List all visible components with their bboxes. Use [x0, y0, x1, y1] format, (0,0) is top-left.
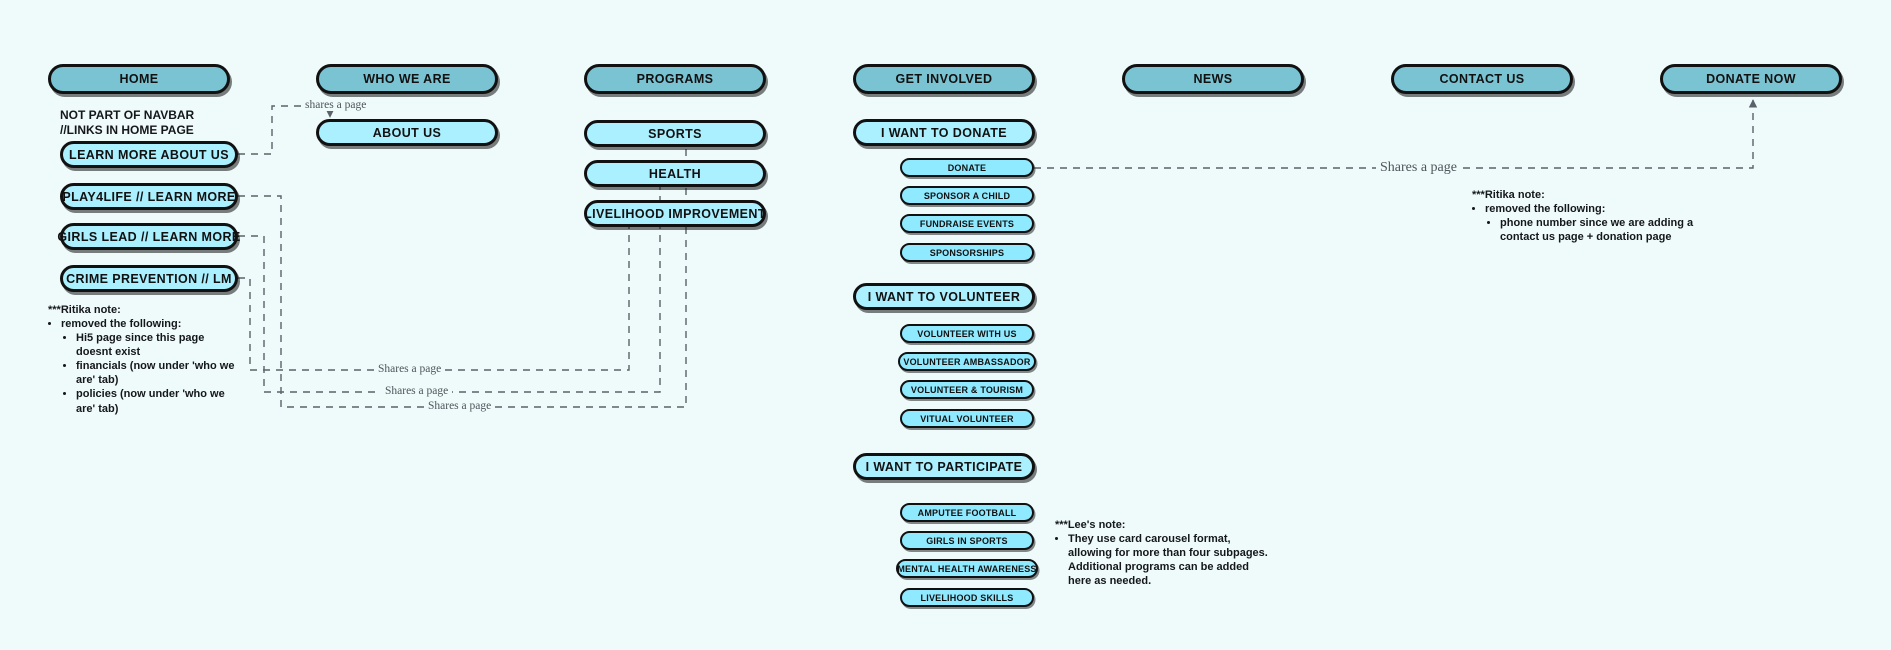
note-bullet: They use card carousel format, allowing … — [1068, 532, 1270, 588]
edge-label-shares-a-page-3: Shares a page — [424, 400, 496, 412]
programs-item-label: LIVELIHOOD IMPROVEMENT — [584, 206, 766, 221]
note-sub-list: phone number since we are adding a conta… — [1485, 216, 1702, 244]
note-sub-bullet: policies (now under 'who we are' tab) — [76, 387, 238, 415]
nav-news-label: NEWS — [1193, 72, 1233, 86]
nav-donate-now[interactable]: DONATE NOW — [1660, 64, 1842, 94]
who-we-are-item-label: ABOUT US — [372, 125, 442, 140]
home-column-note: ***Ritika note: removed the following: H… — [48, 303, 238, 416]
leaf-sponsor-a-child[interactable]: SPONSOR A CHILD — [900, 186, 1034, 205]
nav-home-label: HOME — [119, 72, 159, 86]
programs-item-label: SPORTS — [648, 126, 702, 141]
edge-label-shares-a-page-2: Shares a page — [381, 385, 453, 397]
leaf-volunteer-ambassador[interactable]: VOLUNTEER AMBASSADOR — [898, 352, 1036, 371]
leaf-amputee-football[interactable]: AMPUTEE FOOTBALL — [900, 503, 1034, 522]
leaf-volunteer-with-us[interactable]: VOLUNTEER WITH US — [900, 324, 1034, 343]
leaf-label: FUNDRAISE EVENTS — [919, 218, 1015, 229]
programs-item-sports[interactable]: SPORTS — [584, 120, 766, 147]
get-involved-group-i-want-to-participate[interactable]: I WANT TO PARTICIPATE — [853, 453, 1035, 480]
leaf-label: SPONSORSHIPS — [929, 247, 1005, 258]
lee-note: ***Lee's note: They use card carousel fo… — [1055, 518, 1270, 588]
edge-label-shares-a-page-1: Shares a page — [374, 363, 446, 375]
leaf-label: VOLUNTEER AMBASSADOR — [903, 356, 1031, 367]
nav-get-involved[interactable]: GET INVOLVED — [853, 64, 1035, 94]
leaf-label: VOLUNTEER & TOURISM — [910, 384, 1024, 395]
nav-news[interactable]: NEWS — [1122, 64, 1304, 94]
note-heading: ***Ritika note: — [48, 304, 121, 316]
home-item-play4life[interactable]: PLAY4LIFE // LEARN MORE — [60, 183, 238, 210]
note-heading: ***Lee's note: — [1055, 519, 1126, 531]
edge-label-shares-a-page-donate: Shares a page — [1376, 160, 1461, 176]
get-involved-group-i-want-to-volunteer[interactable]: I WANT TO VOLUNTEER — [853, 283, 1035, 310]
edge-label-shares-a-page-about-us: shares a page — [301, 99, 371, 111]
note-bullet-text: removed the following: — [1485, 203, 1606, 216]
nav-who-we-are[interactable]: WHO WE ARE — [316, 64, 498, 94]
programs-item-livelihood-improvement[interactable]: LIVELIHOOD IMPROVEMENT — [584, 200, 766, 227]
home-item-learn-more-about-us[interactable]: LEARN MORE ABOUT US — [60, 141, 238, 168]
note-bullet-list: They use card carousel format, allowing … — [1055, 532, 1270, 588]
leaf-label: DONATE — [947, 162, 987, 173]
home-item-label: GIRLS LEAD // LEARN MORE — [57, 229, 241, 244]
leaf-label: VOLUNTEER WITH US — [917, 328, 1017, 339]
note-heading: ***Ritika note: — [1472, 189, 1545, 201]
group-label: I WANT TO VOLUNTEER — [867, 289, 1021, 304]
leaf-label: SPONSOR A CHILD — [923, 190, 1011, 201]
note-bullet: removed the following: Hi5 page since th… — [61, 317, 238, 416]
nav-who-we-are-label: WHO WE ARE — [363, 72, 451, 86]
group-label: I WANT TO PARTICIPATE — [865, 459, 1023, 474]
get-involved-group-i-want-to-donate[interactable]: I WANT TO DONATE — [853, 119, 1035, 146]
note-sub-bullet: Hi5 page since this page doesnt exist — [76, 331, 238, 359]
home-column-caption: NOT PART OF NAVBAR //LINKS IN HOME PAGE — [60, 108, 195, 137]
nav-contact-us-label: CONTACT US — [1439, 72, 1525, 86]
leaf-volunteer-and-tourism[interactable]: VOLUNTEER & TOURISM — [900, 380, 1034, 399]
note-bullet-list: removed the following: Hi5 page since th… — [48, 317, 238, 416]
leaf-donate[interactable]: DONATE — [900, 158, 1034, 177]
nav-contact-us[interactable]: CONTACT US — [1391, 64, 1573, 94]
note-sub-list: Hi5 page since this page doesnt exist fi… — [61, 331, 238, 415]
nav-get-involved-label: GET INVOLVED — [895, 72, 993, 86]
who-we-are-item-about-us[interactable]: ABOUT US — [316, 119, 498, 146]
leaf-label: AMPUTEE FOOTBALL — [917, 507, 1017, 518]
note-bullet: removed the following: phone number sinc… — [1485, 202, 1702, 244]
leaf-vitual-volunteer[interactable]: VITUAL VOLUNTEER — [900, 409, 1034, 428]
leaf-mental-health-awareness[interactable]: MENTAL HEALTH AWARENESS — [896, 559, 1038, 578]
nav-donate-now-label: DONATE NOW — [1706, 72, 1796, 86]
leaf-girls-in-sports[interactable]: GIRLS IN SPORTS — [900, 531, 1034, 550]
leaf-label: LIVELIHOOD SKILLS — [920, 592, 1014, 603]
home-item-crime-prevention[interactable]: CRIME PREVENTION // LM — [60, 265, 238, 292]
group-label: I WANT TO DONATE — [880, 125, 1008, 140]
leaf-sponsorships[interactable]: SPONSORSHIPS — [900, 243, 1034, 262]
leaf-fundraise-events[interactable]: FUNDRAISE EVENTS — [900, 214, 1034, 233]
leaf-label: MENTAL HEALTH AWARENESS — [897, 563, 1037, 574]
nav-programs-label: PROGRAMS — [636, 72, 714, 86]
programs-item-health[interactable]: HEALTH — [584, 160, 766, 187]
note-bullet-text: removed the following: — [61, 318, 182, 331]
leaf-livelihood-skills[interactable]: LIVELIHOOD SKILLS — [900, 588, 1034, 607]
nav-programs[interactable]: PROGRAMS — [584, 64, 766, 94]
home-item-label: LEARN MORE ABOUT US — [69, 147, 229, 162]
home-item-label: CRIME PREVENTION // LM — [66, 271, 232, 286]
note-sub-bullet: financials (now under 'who we are' tab) — [76, 359, 238, 387]
home-item-label: PLAY4LIFE // LEARN MORE — [62, 189, 236, 204]
leaf-label: GIRLS IN SPORTS — [926, 535, 1008, 546]
nav-home[interactable]: HOME — [48, 64, 230, 94]
leaf-label: VITUAL VOLUNTEER — [920, 413, 1014, 424]
note-sub-bullet: phone number since we are adding a conta… — [1500, 216, 1702, 244]
note-bullet-list: removed the following: phone number sinc… — [1472, 202, 1702, 244]
programs-item-label: HEALTH — [648, 166, 702, 181]
donate-column-note: ***Ritika note: removed the following: p… — [1472, 188, 1702, 244]
home-item-girls-lead[interactable]: GIRLS LEAD // LEARN MORE — [57, 223, 241, 250]
